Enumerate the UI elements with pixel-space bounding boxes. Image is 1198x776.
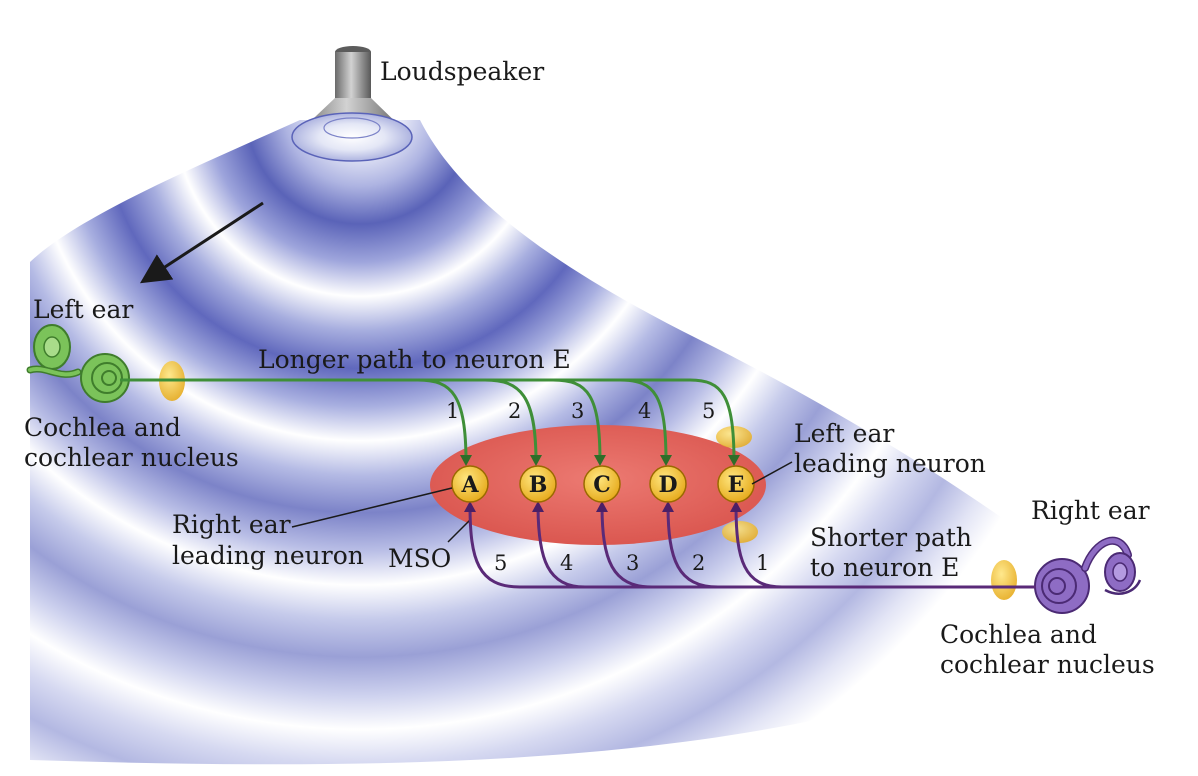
neuron-c: C — [583, 465, 621, 503]
left-ear-label: Left ear — [33, 295, 133, 324]
left-leading-neuron-leader — [751, 461, 793, 485]
right-leading-neuron-leader — [291, 487, 453, 528]
right-ear-icon — [1034, 536, 1142, 614]
longer-path-label: Longer path to neuron E — [258, 345, 571, 374]
shorter-path-label-line2: to neuron E — [810, 553, 959, 582]
left-leading-neuron-label-line2: leading neuron — [794, 449, 986, 478]
bottom-path-number-5: 5 — [494, 551, 507, 575]
loudspeaker-icon — [291, 46, 413, 162]
bottom-path-number-4: 4 — [560, 551, 573, 575]
right-cochlear-nucleus — [991, 560, 1017, 600]
right-cochlea-label-line2: cochlear nucleus — [940, 650, 1155, 679]
left-leading-neuron-label-line1: Left ear — [794, 419, 894, 448]
left-ear-icon — [26, 324, 130, 403]
right-ear-label: Right ear — [1031, 496, 1150, 525]
bottom-path-number-1: 1 — [756, 551, 769, 575]
top-path-number-2: 2 — [508, 399, 521, 423]
loudspeaker-label: Loudspeaker — [380, 57, 544, 86]
mso-label-leader — [447, 519, 471, 543]
right-leading-neuron-label-line1: Right ear — [172, 510, 291, 539]
neuron-d: D — [649, 465, 687, 503]
left-pathway-terminals — [460, 455, 740, 466]
right-synapse-glow — [722, 521, 758, 543]
left-cochlea-label-line1: Cochlea and — [24, 413, 181, 442]
shorter-path-label-line1: Shorter path — [810, 523, 972, 552]
top-path-number-1: 1 — [446, 399, 459, 423]
neuron-c-label: C — [593, 472, 611, 498]
left-ear-pathway — [120, 378, 736, 463]
wave-direction-arrow — [139, 201, 264, 284]
mso-label: MSO — [388, 544, 451, 573]
right-ear-pathway — [468, 504, 1036, 589]
neuron-d-label: D — [658, 472, 677, 498]
neuron-a-label: A — [460, 472, 479, 498]
top-path-number-4: 4 — [638, 399, 651, 423]
right-leading-neuron-label-line2: leading neuron — [172, 541, 364, 570]
bottom-path-number-2: 2 — [692, 551, 705, 575]
left-cochlea-label-line2: cochlear nucleus — [24, 443, 239, 472]
right-pathway-terminals — [464, 501, 742, 512]
top-path-number-5: 5 — [702, 399, 715, 423]
right-cochlea-label-line1: Cochlea and — [940, 620, 1097, 649]
bottom-path-number-3: 3 — [626, 551, 639, 575]
neuron-b-label: B — [529, 472, 548, 498]
neuron-e-label: E — [728, 472, 745, 498]
neuron-a: A — [451, 465, 489, 503]
top-path-number-3: 3 — [571, 399, 584, 423]
neuron-e: E — [717, 465, 755, 503]
neuron-b: B — [519, 465, 557, 503]
